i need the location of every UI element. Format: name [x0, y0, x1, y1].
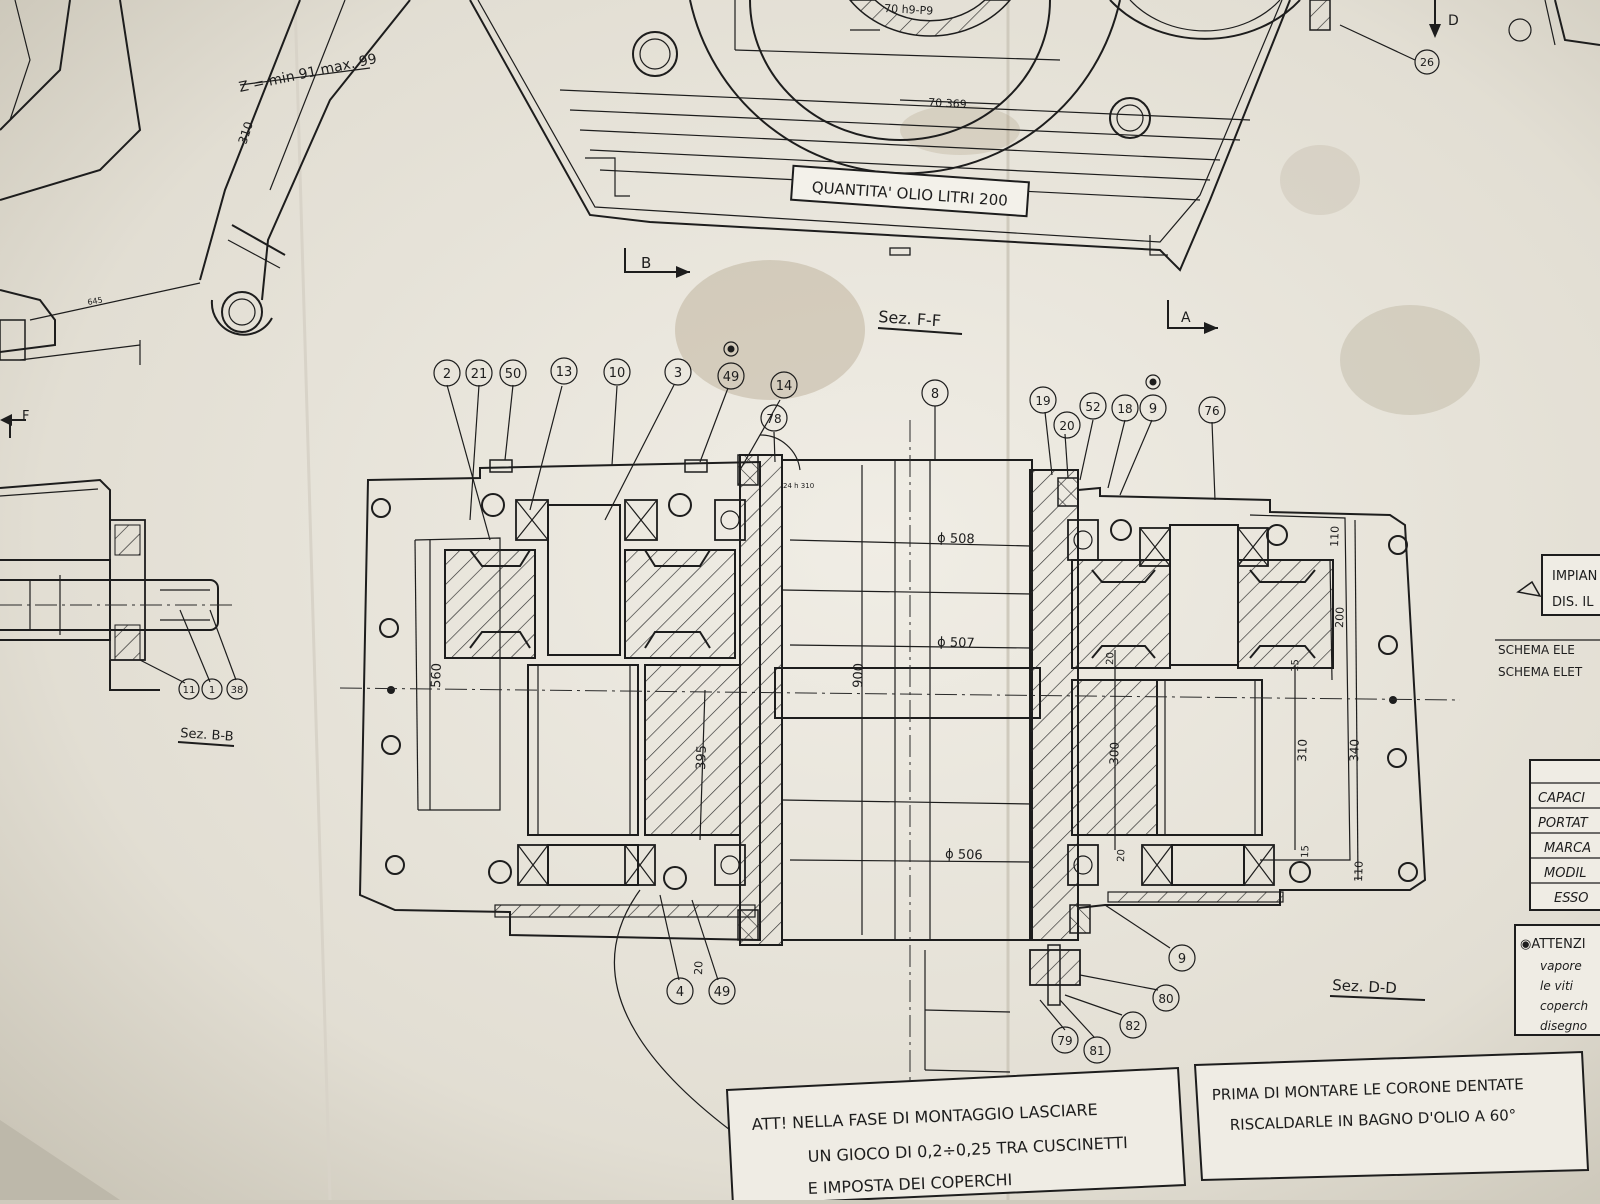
balloon-82: 82 [1125, 1019, 1140, 1033]
balloon-9: 9 [1149, 402, 1157, 417]
dimension-lines [429, 465, 1359, 935]
balloon-13: 13 [556, 365, 573, 380]
leader-lines [446, 384, 1216, 1131]
dimension-900: 900 [851, 663, 867, 688]
dimension-20-b: 20 [1116, 849, 1127, 862]
svg-text:D: D [1448, 13, 1459, 29]
balloons-left: 11 1 38 [178, 678, 248, 700]
svg-text:38: 38 [231, 685, 244, 696]
dimension-395: 395 [694, 745, 710, 770]
balloon-14: 14 [776, 379, 793, 394]
attention-line2: vapore [1540, 959, 1582, 973]
oil-quantity-label: QUANTITA' OLIO LITRI 200 [790, 164, 1030, 218]
lever-arm-view [0, 0, 411, 365]
table-row-portata: PORTAT [1538, 816, 1589, 831]
balloon-2: 2 [443, 367, 451, 382]
dimension-200: 200 [1333, 607, 1347, 628]
svg-text:A: A [1181, 310, 1191, 326]
right-info-panel: IMPIAN DIS. IL SCHEMA ELE SCHEMA ELET CA… [1495, 0, 1600, 1036]
assembly-note-box: ATT! NELLA FASE DI MONTAGGIO LASCIARE UN… [725, 1066, 1187, 1204]
svg-text:11: 11 [183, 685, 196, 696]
schema-elettrico-2: SCHEMA ELET [1498, 665, 1583, 679]
balloon-9-bottom: 9 [1178, 952, 1186, 967]
balloon-49-bottom: 49 [714, 985, 731, 1000]
balloon-8: 8 [931, 387, 939, 402]
balloon-18: 18 [1117, 402, 1132, 416]
part-balloons-bottom: 4 49 9 80 82 79 81 [666, 944, 1196, 1064]
disegno-label: DIS. IL [1552, 595, 1594, 610]
dimension-20-a: 20 [1105, 652, 1116, 665]
balloon-50: 50 [505, 367, 522, 382]
section-dd-label: Sez. D-D [1332, 976, 1398, 997]
attention-title: ◉ATTENZI [1520, 937, 1586, 952]
attention-line3: le viti [1540, 979, 1574, 993]
balloon-76: 76 [1204, 404, 1219, 418]
balloon-4: 4 [676, 985, 684, 1000]
attention-line4: coperch [1540, 999, 1588, 1013]
balloon-79: 79 [1057, 1034, 1072, 1048]
section-arrow-b: B [624, 248, 690, 278]
svg-text:1: 1 [209, 685, 215, 696]
dimension-300: 300 [1107, 742, 1122, 765]
balloon-52: 52 [1085, 400, 1100, 414]
balloon-78: 78 [766, 412, 781, 426]
dimension-110-top: 110 [1328, 526, 1342, 547]
section-bb-shaft [0, 478, 237, 691]
balloon-49: 49 [723, 370, 740, 385]
part-balloons-top: 2 21 50 13 10 3 49 14 78 8 19 20 52 18 9… [433, 341, 1226, 439]
dimension-d507: ϕ 507 [937, 635, 975, 651]
section-arrow-a: A [1167, 300, 1218, 334]
balloon-20: 20 [1059, 419, 1074, 433]
balloon-81: 81 [1089, 1044, 1104, 1058]
dimension-110-bottom: 110 [1352, 861, 1366, 882]
section-arrow-d: D [1429, 0, 1459, 38]
dimension-small-hub: 24 h 310 [783, 482, 814, 490]
section-arrow-f: F [0, 409, 29, 438]
balloon-26: 26 [1339, 24, 1440, 75]
gear-heating-note-box: PRIMA DI MONTARE LE CORONE DENTATE RISCA… [1193, 1050, 1590, 1182]
table-row-marca: MARCA [1544, 841, 1591, 856]
dimension-70-369: 70 369 [928, 96, 967, 111]
dimension-15-b: 15 [1300, 845, 1311, 858]
balloon-21: 21 [471, 367, 488, 382]
dimension-d506: ϕ 506 [945, 847, 983, 863]
schema-elettrico-1: SCHEMA ELE [1498, 643, 1575, 657]
svg-text:F: F [22, 409, 29, 424]
svg-text:B: B [641, 254, 651, 272]
balloon-19: 19 [1035, 394, 1050, 408]
dimension-d508: ϕ 508 [937, 531, 975, 547]
balloon-3: 3 [674, 366, 682, 381]
dimension-310-lever: 310 [236, 120, 256, 146]
dimension-560: 560 [429, 663, 445, 688]
section-ff-label: Sez. F-F [878, 307, 942, 330]
dimension-20-c: 20 [692, 961, 705, 975]
attention-line5: disegno [1540, 1019, 1587, 1033]
dimension-15-a: 15 [1290, 659, 1301, 672]
dimension-310: 310 [1295, 739, 1310, 762]
section-bb-label: Sez. B-B [180, 726, 234, 745]
table-row-modil: MODIL [1544, 866, 1587, 881]
table-row-esso: ESSO [1554, 891, 1589, 906]
dimension-70h9: 70 h9-P9 [884, 2, 934, 18]
balloon-80: 80 [1158, 992, 1173, 1006]
table-row-capacita: CAPACI [1538, 791, 1585, 806]
dimension-340: 340 [1347, 739, 1362, 762]
impianto-label: IMPIAN [1552, 569, 1597, 584]
svg-text:26: 26 [1420, 56, 1434, 69]
dimension-645: 645 [87, 295, 104, 307]
balloon-10: 10 [609, 366, 626, 381]
